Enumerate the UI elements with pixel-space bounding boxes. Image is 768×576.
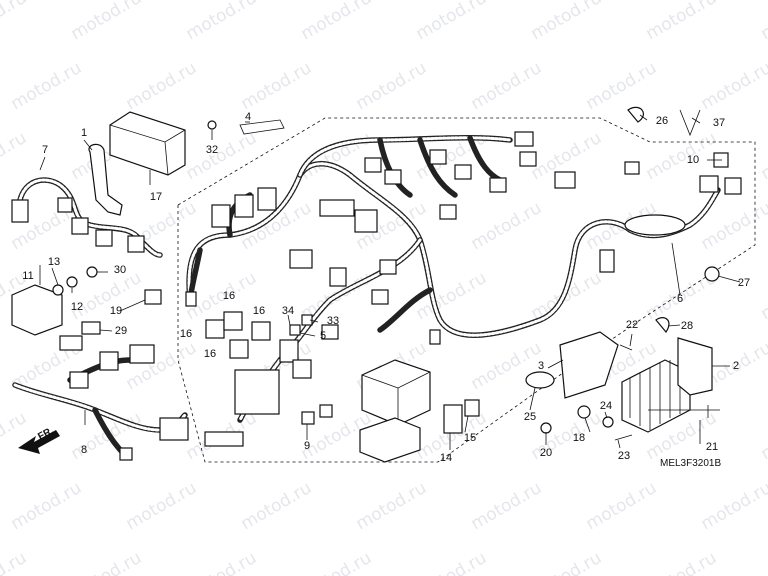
- watermark-text: motod.ru: [0, 128, 30, 184]
- callout-5: 5: [320, 330, 326, 342]
- watermark-text: motod.ru: [353, 58, 431, 114]
- control-unit: [359, 359, 431, 463]
- callout-1: 1: [81, 127, 87, 139]
- watermark-text: motod.ru: [68, 268, 146, 324]
- relay-group: [205, 311, 271, 359]
- callout-16: 16: [180, 328, 192, 340]
- front-marker-label: FR.: [36, 425, 56, 442]
- watermark-text: motod.ru: [413, 548, 491, 576]
- harness-frame: [177, 117, 756, 463]
- watermark-text: motod.ru: [238, 58, 316, 114]
- watermark-text: motod.ru: [8, 478, 86, 534]
- watermark-text: motod.ru: [583, 58, 661, 114]
- callout-22: 22: [626, 319, 638, 331]
- callout-23: 23: [618, 450, 630, 462]
- callout-13: 13: [48, 256, 60, 268]
- watermark-text: motod.ru: [528, 548, 606, 576]
- watermark-text: motod.ru: [413, 0, 491, 44]
- watermark-text: motod.ru: [68, 0, 146, 44]
- sub-harness-8: [12, 344, 189, 461]
- watermark-text: motod.ru: [0, 548, 30, 576]
- watermark-text: motod.ru: [68, 548, 146, 576]
- watermark-text: motod.ru: [353, 478, 431, 534]
- callout-21: 21: [706, 441, 718, 453]
- callout-14: 14: [440, 452, 452, 464]
- callout-32: 32: [206, 144, 218, 156]
- callout-33: 33: [327, 315, 339, 327]
- callout-10: 10: [687, 154, 699, 166]
- callout-18: 18: [573, 432, 585, 444]
- watermark-text: motod.ru: [183, 0, 261, 44]
- sub-harness-7: [11, 177, 163, 258]
- callout-34: 34: [282, 305, 294, 317]
- callout-28: 28: [681, 320, 693, 332]
- diagram-code: MEL3F3201B: [660, 458, 721, 469]
- watermark-text: motod.ru: [698, 478, 768, 534]
- callout-19: 19: [110, 305, 122, 317]
- callout-15: 15: [464, 432, 476, 444]
- watermark-text: motod.ru: [583, 478, 661, 534]
- watermark-text: motod.ru: [298, 0, 376, 44]
- watermark-text: motod.ru: [298, 548, 376, 576]
- watermark-text: motod.ru: [758, 0, 768, 44]
- callout-8: 8: [81, 444, 87, 456]
- unit-11: [11, 284, 83, 351]
- watermark-text: motod.ru: [468, 478, 546, 534]
- callout-20: 20: [540, 447, 552, 459]
- callout-12: 12: [71, 301, 83, 313]
- callout-11: 11: [22, 270, 33, 282]
- callout-9: 9: [304, 440, 310, 452]
- watermark-text: motod.ru: [468, 58, 546, 114]
- watermark-text: motod.ru: [123, 478, 201, 534]
- watermark-text: motod.ru: [758, 408, 768, 464]
- cover-17: [109, 111, 186, 176]
- watermark-text: motod.ru: [0, 0, 30, 44]
- callout-16: 16: [223, 290, 235, 302]
- watermark-text: motod.ru: [8, 58, 86, 114]
- watermark-text: motod.ru: [468, 198, 546, 254]
- watermark-text: motod.ru: [643, 0, 721, 44]
- small-parts: [52, 106, 729, 434]
- callout-16: 16: [253, 305, 265, 317]
- leader-lines: [39, 114, 741, 450]
- callout-7: 7: [42, 144, 48, 156]
- callout-25: 25: [524, 411, 536, 423]
- watermark-text: motod.ru: [238, 478, 316, 534]
- callout-29: 29: [115, 325, 127, 337]
- watermark-text: motod.ru: [758, 128, 768, 184]
- callout-16: 16: [204, 348, 216, 360]
- callout-27: 27: [738, 277, 750, 289]
- watermark-text: motod.ru: [758, 268, 768, 324]
- callout-3: 3: [538, 360, 544, 372]
- watermark-text: motod.ru: [643, 548, 721, 576]
- watermark-text: motod.ru: [183, 128, 261, 184]
- watermark-text: motod.ru: [183, 548, 261, 576]
- callout-30: 30: [114, 264, 126, 276]
- watermark-text: motod.ru: [123, 58, 201, 114]
- watermark-text: motod.ru: [758, 548, 768, 576]
- watermark-text: motod.ru: [298, 128, 376, 184]
- callout-4: 4: [245, 111, 251, 123]
- callout-37: 37: [713, 117, 725, 129]
- front-direction-marker: FR.: [18, 425, 60, 454]
- watermark-text: motod.ru: [0, 408, 30, 464]
- watermark-text: motod.ru: [698, 58, 768, 114]
- regulator-group: [525, 317, 720, 441]
- callout-24: 24: [600, 400, 612, 412]
- callout-26: 26: [656, 115, 668, 127]
- callout-6: 6: [677, 293, 683, 305]
- callout-17: 17: [150, 191, 162, 203]
- ignition-coil: [88, 143, 123, 216]
- callout-2: 2: [733, 360, 739, 372]
- watermark-text: motod.ru: [528, 0, 606, 44]
